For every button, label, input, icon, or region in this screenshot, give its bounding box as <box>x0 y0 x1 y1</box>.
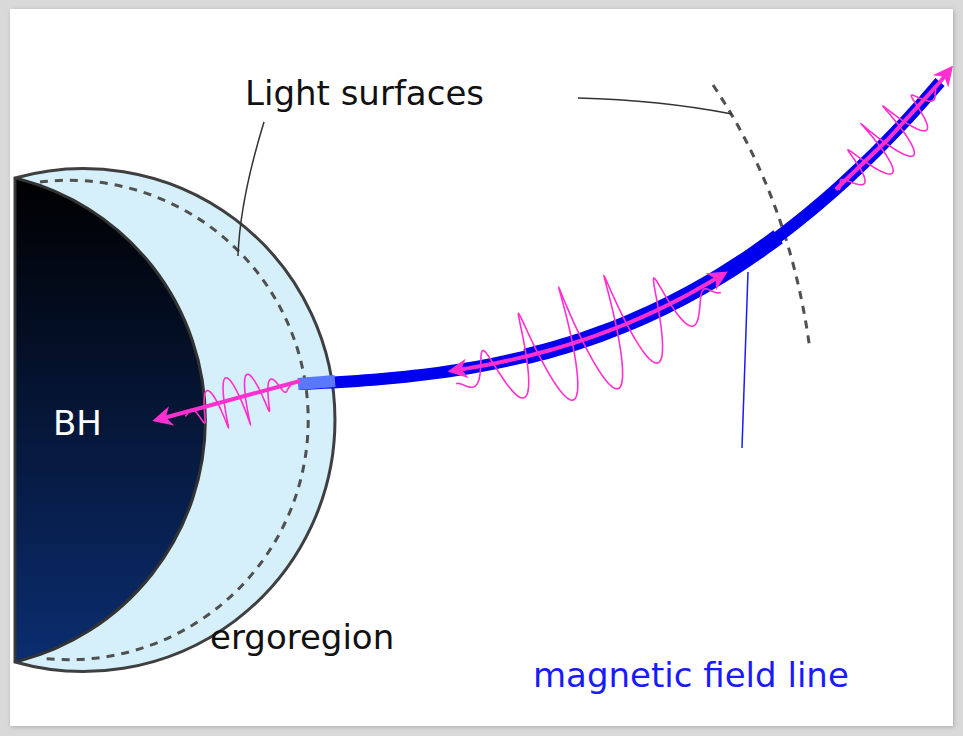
ergoregion-shape <box>15 169 335 672</box>
ergoregion-label: ergoregion <box>210 617 394 658</box>
wave-packet <box>456 276 721 400</box>
wave-arrow <box>160 381 300 419</box>
paper-panel <box>10 9 953 726</box>
black-hole-disk <box>15 178 205 662</box>
wave-arrow <box>455 276 720 371</box>
leader-line <box>238 122 264 256</box>
field-line-in-ergoregion <box>298 381 335 384</box>
black-hole-shape <box>15 178 207 662</box>
field-line-label: magnetic field line <box>533 655 849 696</box>
leader-line <box>578 98 732 114</box>
magnetic-field-line <box>300 82 940 384</box>
black-hole: BH <box>15 178 207 662</box>
wave-arrow <box>836 72 948 190</box>
leader-line <box>742 272 748 448</box>
node-label: BH <box>53 403 102 444</box>
wave-packet <box>185 374 291 428</box>
light-surfaces-label: Light surfaces <box>245 73 484 114</box>
